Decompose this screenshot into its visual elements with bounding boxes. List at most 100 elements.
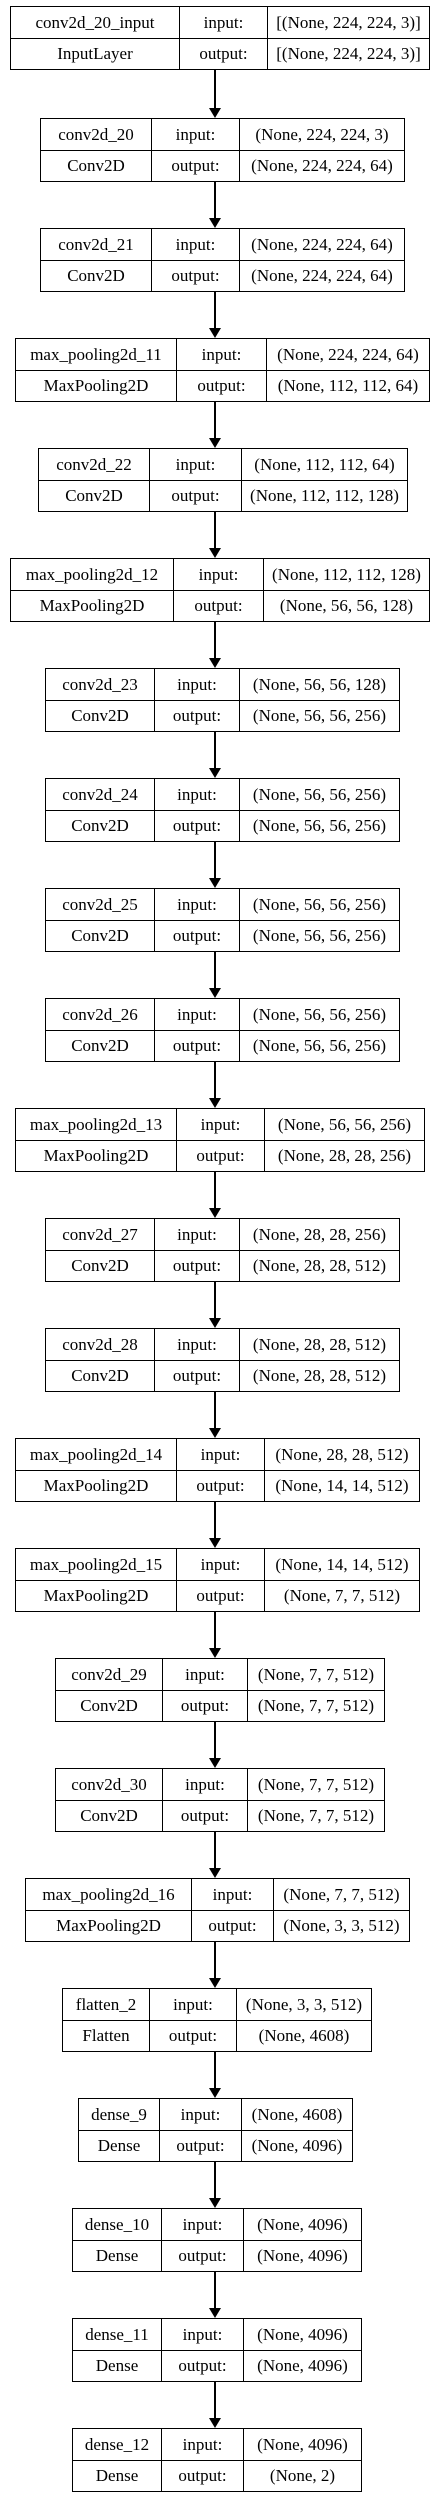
input-shape: (None, 28, 28, 512) bbox=[264, 1439, 419, 1470]
arrow-head-icon bbox=[209, 1538, 221, 1548]
arrow-head-icon bbox=[209, 1868, 221, 1878]
arrow-head-icon bbox=[209, 988, 221, 998]
input-label: input: bbox=[149, 449, 241, 480]
arrow-head-icon bbox=[209, 548, 221, 558]
output-shape: (None, 4096) bbox=[243, 2351, 361, 2381]
output-label: output: bbox=[176, 1141, 264, 1171]
output-label: output: bbox=[154, 921, 239, 951]
edge-line bbox=[214, 1282, 216, 1318]
layer-type: Conv2D bbox=[71, 926, 129, 945]
output-label: output: bbox=[154, 811, 239, 841]
arrow-head-icon bbox=[209, 2418, 221, 2428]
layer-type: MaxPooling2D bbox=[39, 596, 145, 615]
layer-type: Conv2D bbox=[67, 156, 125, 175]
layer-name: conv2d_24 bbox=[62, 784, 138, 804]
input-shape: [(None, 224, 224, 3)] bbox=[267, 7, 429, 38]
layer-name: conv2d_23 bbox=[62, 674, 138, 694]
output-shape: (None, 56, 56, 256) bbox=[239, 1031, 399, 1061]
layer-name: conv2d_25 bbox=[62, 894, 138, 914]
arrow-head-icon bbox=[209, 1978, 221, 1988]
input-shape: (None, 28, 28, 256) bbox=[239, 1219, 399, 1250]
output-label: output: bbox=[161, 2351, 243, 2381]
input-shape: (None, 56, 56, 256) bbox=[239, 889, 399, 920]
input-shape: (None, 112, 112, 128) bbox=[263, 559, 429, 590]
output-label: output: bbox=[176, 1471, 264, 1501]
arrow-head-icon bbox=[209, 1428, 221, 1438]
layer-name: conv2d_21 bbox=[58, 234, 134, 254]
edge-line bbox=[214, 1502, 216, 1538]
output-shape: (None, 7, 7, 512) bbox=[264, 1581, 419, 1611]
layer-output-row: MaxPooling2D output:(None, 7, 7, 512) bbox=[16, 1580, 419, 1611]
layer-name: max_pooling2d_16 bbox=[42, 1884, 175, 1904]
output-label: output: bbox=[173, 591, 263, 621]
edge-line bbox=[214, 292, 216, 328]
layer-type: MaxPooling2D bbox=[43, 1586, 149, 1605]
output-shape: (None, 224, 224, 64) bbox=[239, 261, 404, 291]
output-label: output: bbox=[161, 2241, 243, 2271]
output-label: output: bbox=[151, 261, 239, 291]
output-shape: (None, 4608) bbox=[236, 2021, 371, 2051]
input-shape: (None, 3, 3, 512) bbox=[236, 1989, 371, 2020]
layer-name: max_pooling2d_11 bbox=[30, 344, 162, 364]
output-shape: (None, 28, 28, 256) bbox=[264, 1141, 424, 1171]
arrow-head-icon bbox=[209, 108, 221, 118]
output-shape: (None, 112, 112, 128) bbox=[241, 481, 407, 511]
output-label: output: bbox=[179, 39, 267, 69]
layer-name: dense_10 bbox=[84, 2214, 150, 2234]
output-shape: [(None, 224, 224, 3)] bbox=[267, 39, 429, 69]
arrow-head-icon bbox=[209, 218, 221, 228]
layer-name: flatten_2 bbox=[75, 1994, 137, 2014]
output-label: output: bbox=[149, 481, 241, 511]
input-label: input: bbox=[154, 1329, 239, 1360]
input-label: input: bbox=[179, 7, 267, 38]
input-label: input: bbox=[154, 999, 239, 1030]
output-label: output: bbox=[176, 1581, 264, 1611]
output-label: output: bbox=[162, 1691, 247, 1721]
edge-line bbox=[214, 622, 216, 658]
input-label: input: bbox=[151, 229, 239, 260]
layer-type: Dense bbox=[97, 2136, 141, 2155]
layer-type: Flatten bbox=[82, 2026, 130, 2045]
output-label: output: bbox=[176, 371, 266, 401]
arrow-head-icon bbox=[209, 768, 221, 778]
input-shape: (None, 112, 112, 64) bbox=[241, 449, 407, 480]
output-label: output: bbox=[154, 1031, 239, 1061]
layer-type: MaxPooling2D bbox=[43, 1146, 149, 1165]
layer-type: Conv2D bbox=[80, 1696, 138, 1715]
arrow-head-icon bbox=[209, 438, 221, 448]
edge-line bbox=[214, 2382, 216, 2418]
input-label: input: bbox=[154, 779, 239, 810]
arrow-head-icon bbox=[209, 1208, 221, 1218]
input-label: input: bbox=[176, 339, 266, 370]
input-shape: (None, 224, 224, 3) bbox=[239, 119, 404, 150]
edge-line bbox=[214, 182, 216, 218]
output-shape: (None, 2) bbox=[243, 2461, 361, 2491]
